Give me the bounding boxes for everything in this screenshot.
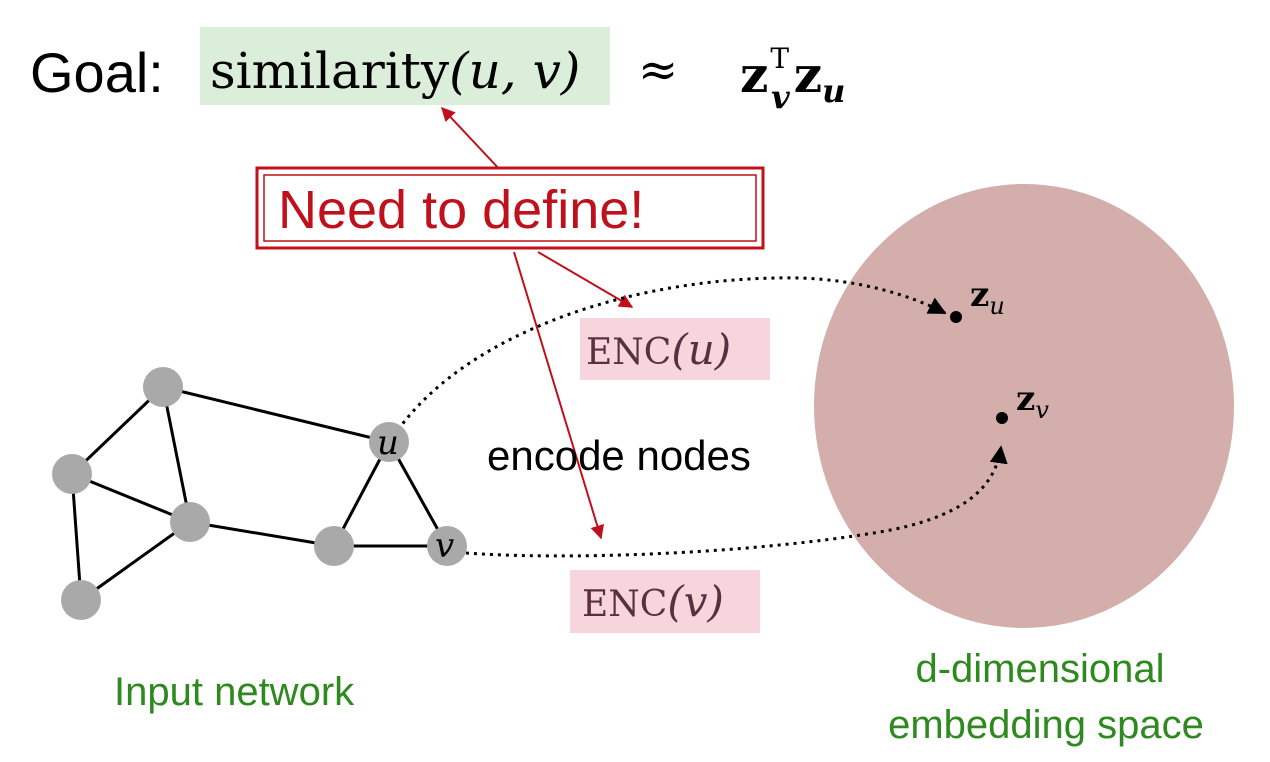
zu-sub-u: u xyxy=(822,72,845,110)
graph-node xyxy=(52,454,92,494)
callout-box-inner xyxy=(263,174,757,242)
enc-u-highlight xyxy=(580,318,770,380)
graph-nodes xyxy=(52,367,467,620)
embedding-space-label-line1: d-dimensional xyxy=(915,647,1164,691)
edge-n2-n3 xyxy=(71,472,191,524)
dotted-path-u-to-zu xyxy=(396,276,947,431)
zu-point-z: z xyxy=(970,275,989,315)
similarity-func-name: similarity xyxy=(210,42,450,100)
zv-sub-v: v xyxy=(771,78,790,116)
callout-box-outer xyxy=(255,166,765,250)
zv-point-sub: v xyxy=(1035,396,1049,424)
edge-n3-n4 xyxy=(80,520,191,602)
similarity-highlight xyxy=(200,27,610,105)
zv-point-z: z xyxy=(1016,379,1035,419)
edge-n2-n4 xyxy=(70,473,83,601)
edge-n1-n2 xyxy=(70,385,165,476)
encode-nodes-label: encode nodes xyxy=(487,432,751,479)
enc-v-arg: (v) xyxy=(667,577,724,626)
dotted-path-v-to-zv xyxy=(465,445,1008,558)
arrow-to-enc-u xyxy=(537,251,634,308)
enc-v-name: ENC xyxy=(582,584,667,625)
callout-text: Need to define! xyxy=(278,180,644,240)
graph-node-v xyxy=(427,526,467,566)
embedding-space-label-line2: embedding space xyxy=(888,703,1204,747)
enc-u-name: ENC xyxy=(586,332,671,373)
similarity-func-args: (u, v) xyxy=(449,42,580,100)
node-u-label: u xyxy=(377,423,399,463)
graph-node xyxy=(143,367,183,407)
point-zv-label: zv xyxy=(1016,379,1049,424)
edge-n1-u xyxy=(162,385,390,444)
edge-n1-n3 xyxy=(161,386,192,523)
arrow-to-enc-v xyxy=(513,251,605,540)
arrow-to-similarity xyxy=(441,106,503,173)
zv-sup-T: T xyxy=(770,42,789,75)
graph-node-u xyxy=(369,422,409,462)
zv-z: z xyxy=(740,45,768,104)
goal-label: Goal: xyxy=(30,41,164,104)
enc-v-label: ENC(v) xyxy=(582,577,724,626)
graph-node xyxy=(61,580,101,620)
approx-symbol: ≈ xyxy=(638,42,678,98)
enc-v-highlight xyxy=(570,570,760,633)
node-v-label: v xyxy=(435,526,454,566)
zu-point-sub: u xyxy=(989,292,1004,320)
enc-u-arg: (u) xyxy=(671,325,731,374)
enc-u-label: ENC(u) xyxy=(586,325,731,374)
zu-z: z xyxy=(794,45,822,104)
graph-node xyxy=(170,502,210,542)
graph-edges xyxy=(70,385,449,602)
edge-n3-n5 xyxy=(189,520,335,548)
point-zv xyxy=(996,412,1008,424)
embedding-space-region xyxy=(814,184,1234,628)
similarity-function: similarity(u, v) xyxy=(210,42,580,100)
point-zu-label: zu xyxy=(970,275,1005,320)
point-zu xyxy=(950,311,962,323)
graph-node xyxy=(314,526,354,566)
input-network-label: Input network xyxy=(114,670,355,714)
